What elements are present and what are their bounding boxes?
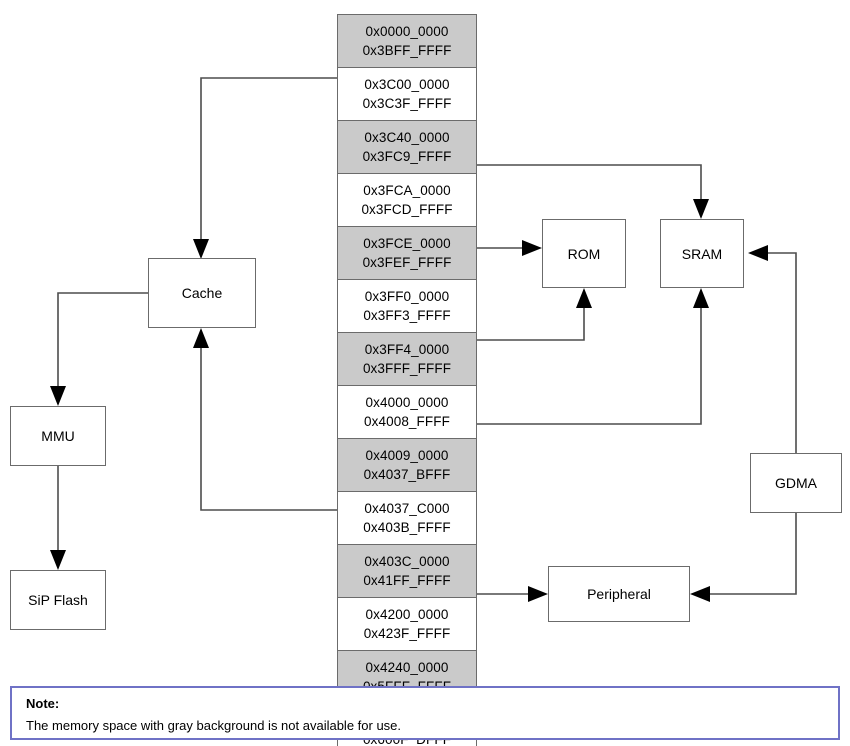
address-space-column: 0x0000_0000 0x3BFF_FFFF 0x3C00_0000 0x3C… bbox=[337, 14, 477, 746]
arrowhead-rom-bottom bbox=[576, 288, 592, 308]
memory-row-start: 0x4009_0000 bbox=[365, 448, 449, 463]
memory-row-end: 0x3BFF_FFFF bbox=[362, 43, 452, 58]
wire-gdma-to-sram bbox=[760, 252, 797, 453]
memory-row: 0x3FF4_0000 0x3FFF_FFFF bbox=[338, 333, 476, 386]
block-mmu: MMU bbox=[10, 406, 106, 466]
memory-row-start: 0x4240_0000 bbox=[365, 660, 449, 675]
arrowhead-sram-top bbox=[693, 199, 709, 219]
memory-row: 0x4009_0000 0x4037_BFFF bbox=[338, 439, 476, 492]
wire-sram-range-to-sram bbox=[477, 164, 702, 207]
arrowhead-peripheral-left bbox=[528, 586, 548, 602]
memory-row-end: 0x3FCD_FFFF bbox=[361, 202, 453, 217]
wire-cache-to-mmu bbox=[57, 292, 148, 394]
arrowhead-sram-bottom bbox=[693, 288, 709, 308]
memory-row: 0x3C40_0000 0x3FC9_FFFF bbox=[338, 121, 476, 174]
memory-row-end: 0x4037_BFFF bbox=[363, 467, 451, 482]
memory-row-end: 0x41FF_FFFF bbox=[363, 573, 451, 588]
arrowhead-cache-top bbox=[193, 239, 209, 259]
arrowhead-sip-flash-top bbox=[50, 550, 66, 570]
memory-row-end: 0x3FC9_FFFF bbox=[362, 149, 452, 164]
memory-row: 0x3FCE_0000 0x3FEF_FFFF bbox=[338, 227, 476, 280]
block-rom: ROM bbox=[542, 219, 626, 288]
block-cache: Cache bbox=[148, 258, 256, 328]
arrowhead-rom-left bbox=[522, 240, 542, 256]
memory-row-start: 0x403C_0000 bbox=[364, 554, 450, 569]
memory-row-start: 0x3FF0_0000 bbox=[364, 289, 450, 304]
memory-row: 0x0000_0000 0x3BFF_FFFF bbox=[338, 15, 476, 68]
note-text: The memory space with gray background is… bbox=[26, 718, 402, 733]
memory-row: 0x3FCA_0000 0x3FCD_FFFF bbox=[338, 174, 476, 227]
memory-row-start: 0x3FCA_0000 bbox=[363, 183, 451, 198]
memory-row-end: 0x4008_FFFF bbox=[364, 414, 450, 429]
wire-sram-range2-to-sram bbox=[477, 300, 702, 425]
wire-gdma-to-peripheral bbox=[702, 513, 797, 595]
memory-row: 0x4000_0000 0x4008_FFFF bbox=[338, 386, 476, 439]
memory-row-start: 0x3FF4_0000 bbox=[364, 342, 450, 357]
memory-row-start: 0x3C40_0000 bbox=[364, 130, 450, 145]
block-sram: SRAM bbox=[660, 219, 744, 288]
arrowhead-peripheral-right bbox=[690, 586, 710, 602]
block-sip-flash: SiP Flash bbox=[10, 570, 106, 630]
memory-row-end: 0x3C3F_FFFF bbox=[362, 96, 452, 111]
block-peripheral: Peripheral bbox=[548, 566, 690, 622]
memory-row-start: 0x0000_0000 bbox=[365, 24, 449, 39]
memory-row-start: 0x4000_0000 bbox=[365, 395, 449, 410]
note-callout: Note: The memory space with gray backgro… bbox=[10, 686, 840, 740]
memory-row-end: 0x3FFF_FFFF bbox=[362, 361, 452, 376]
memory-row-start: 0x3C00_0000 bbox=[364, 77, 450, 92]
wire-cache-range-to-cache bbox=[200, 340, 337, 511]
memory-row: 0x3FF0_0000 0x3FF3_FFFF bbox=[338, 280, 476, 333]
note-title: Note: bbox=[26, 696, 60, 711]
arrowhead-cache-bottom bbox=[193, 328, 209, 348]
arrowhead-sram-right bbox=[748, 245, 768, 261]
memory-row: 0x3C00_0000 0x3C3F_FFFF bbox=[338, 68, 476, 121]
memory-row-end: 0x423F_FFFF bbox=[363, 626, 451, 641]
wire-flash-range-to-cache bbox=[200, 77, 337, 246]
memory-row-start: 0x4037_C000 bbox=[364, 501, 450, 516]
memory-row: 0x4200_0000 0x423F_FFFF bbox=[338, 598, 476, 651]
memory-row-end: 0x3FEF_FFFF bbox=[362, 255, 452, 270]
memory-row: 0x4037_C000 0x403B_FFFF bbox=[338, 492, 476, 545]
memory-row: 0x403C_0000 0x41FF_FFFF bbox=[338, 545, 476, 598]
memory-row-start: 0x4200_0000 bbox=[365, 607, 449, 622]
memory-row-end: 0x3FF3_FFFF bbox=[363, 308, 451, 323]
wire-rom-range2-to-rom bbox=[477, 300, 585, 341]
arrowhead-mmu-top bbox=[50, 386, 66, 406]
memory-row-start: 0x3FCE_0000 bbox=[363, 236, 451, 251]
memory-row-end: 0x403B_FFFF bbox=[363, 520, 451, 535]
block-gdma: GDMA bbox=[750, 453, 842, 513]
